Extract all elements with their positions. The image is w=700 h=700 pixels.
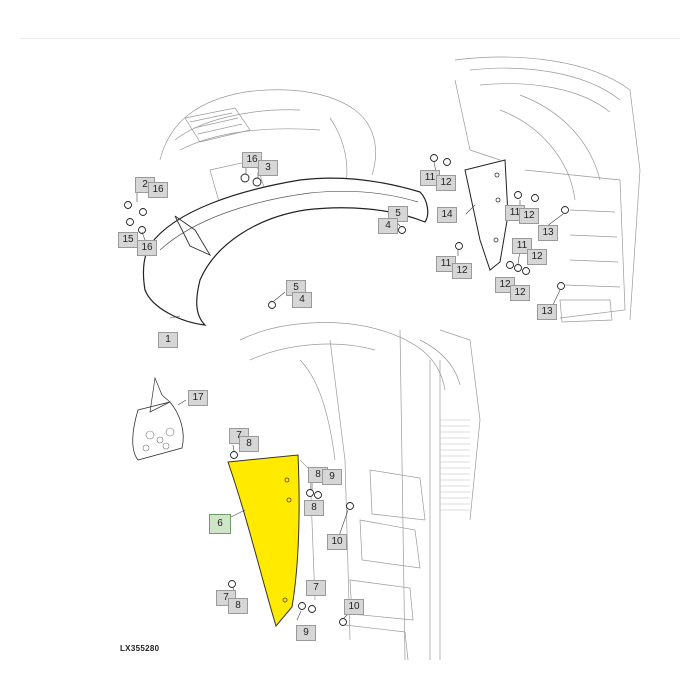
callout-6[interactable]: 6 [209, 514, 231, 534]
fasteners [124, 154, 569, 626]
hardware-bag-contents [142, 427, 175, 452]
callout-7[interactable]: 7 [306, 580, 326, 596]
callout-16[interactable]: 16 [148, 182, 168, 198]
mud-flap-holes [282, 477, 292, 603]
callout-12[interactable]: 12 [452, 263, 472, 279]
callout-12[interactable]: 12 [527, 249, 547, 265]
callout-3[interactable]: 3 [258, 160, 278, 176]
callout-12[interactable]: 12 [519, 208, 539, 224]
callout-13[interactable]: 13 [537, 304, 557, 320]
fender-edge-line [159, 190, 419, 251]
callout-12[interactable]: 12 [436, 175, 456, 191]
callout-9[interactable]: 9 [322, 469, 342, 485]
figure-code: LX355280 [120, 644, 160, 653]
callout-4[interactable]: 4 [292, 292, 312, 308]
fender-bracket [174, 215, 212, 256]
bracket-holes [493, 172, 501, 243]
hardware-bag [132, 401, 184, 461]
front-fender [142, 177, 429, 326]
bag-tie [149, 376, 171, 413]
callout-17[interactable]: 17 [188, 390, 208, 406]
mud-flap-highlighted [227, 454, 300, 628]
callout-8[interactable]: 8 [228, 598, 248, 614]
callout-8[interactable]: 8 [304, 500, 324, 516]
callout-14[interactable]: 14 [437, 207, 457, 223]
radiator-hatching [440, 419, 470, 511]
callout-8[interactable]: 8 [239, 436, 259, 452]
callout-10[interactable]: 10 [344, 599, 364, 615]
callout-1[interactable]: 1 [158, 332, 178, 348]
callout-13[interactable]: 13 [538, 225, 558, 241]
callout-10[interactable]: 10 [327, 534, 347, 550]
header-divider [20, 38, 680, 39]
callout-11[interactable]: 11 [420, 170, 440, 186]
background-linework [159, 56, 641, 661]
callout-15[interactable]: 15 [118, 232, 138, 248]
fender-bracket-14 [464, 159, 509, 271]
callout-9[interactable]: 9 [296, 625, 316, 641]
callout-12[interactable]: 12 [510, 285, 530, 301]
callout-16[interactable]: 16 [137, 240, 157, 256]
callout-4[interactable]: 4 [378, 218, 398, 234]
